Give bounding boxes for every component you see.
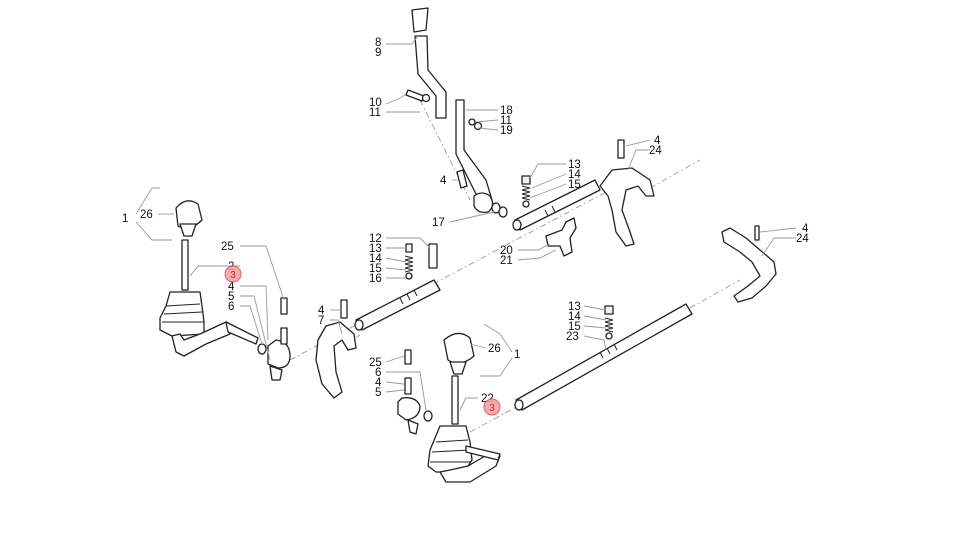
- label-6-left: 6: [228, 301, 234, 313]
- hotspot-label-left: 3: [230, 270, 236, 281]
- label-8: 8: [375, 37, 381, 49]
- part-labels: 1 26 25 2 4 5 6 8 9 10 11 18 11 19 4 17 …: [122, 37, 809, 405]
- lower-shift-lever: [397, 332, 501, 483]
- label-16: 16: [369, 273, 382, 285]
- label-4-fork-lower: 4: [802, 223, 809, 235]
- label-15-lower: 15: [568, 321, 581, 333]
- leader-lines: [135, 35, 797, 411]
- label-14-mid: 14: [369, 253, 382, 265]
- label-13-mid: 13: [369, 243, 382, 255]
- label-15-upper: 15: [568, 179, 581, 191]
- label-23: 23: [566, 331, 579, 343]
- label-13-upper: 13: [568, 159, 581, 171]
- label-4-lower: 4: [375, 377, 382, 389]
- label-11-top-right: 11: [500, 115, 512, 127]
- label-10: 10: [369, 97, 382, 109]
- upper-bracket-lever: [405, 7, 508, 218]
- hotspot-marker-left[interactable]: 3: [224, 265, 242, 283]
- label-14-upper: 14: [568, 169, 581, 181]
- center-axes: [289, 99, 741, 433]
- left-shift-lever: [159, 200, 291, 381]
- label-1-lower: 1: [514, 349, 520, 361]
- label-4-left: 4: [228, 281, 235, 293]
- label-12: 12: [369, 233, 382, 245]
- label-4-mid: 4: [318, 305, 325, 317]
- label-25-left: 25: [221, 241, 234, 253]
- label-15-mid: 15: [369, 263, 382, 275]
- label-13-lower: 13: [568, 301, 581, 313]
- label-26-lower: 26: [488, 343, 501, 355]
- label-24-fork-lower: 24: [796, 233, 809, 245]
- label-24-fork-upper: 24: [649, 145, 662, 157]
- label-14-lower: 14: [568, 311, 581, 323]
- hotspot-label-lower: 3: [489, 403, 495, 414]
- shift-fork-right-lower: [721, 225, 777, 303]
- label-11-top-left: 11: [369, 107, 381, 119]
- hotspot-markers: 3 3: [224, 265, 501, 416]
- label-18: 18: [500, 105, 513, 117]
- label-7: 7: [318, 315, 324, 327]
- label-5-left: 5: [228, 291, 234, 303]
- label-4-fork-upper: 4: [654, 135, 661, 147]
- label-6-lower: 6: [375, 367, 381, 379]
- hotspot-marker-lower[interactable]: 3: [483, 398, 501, 416]
- label-19: 19: [500, 125, 513, 137]
- lower-shift-rod: [514, 303, 693, 411]
- label-21: 21: [500, 255, 513, 267]
- label-9: 9: [375, 47, 381, 59]
- label-5-lower: 5: [375, 387, 381, 399]
- shift-fork-right-upper: [599, 139, 655, 247]
- label-26-left: 26: [140, 209, 153, 221]
- label-1-left: 1: [122, 213, 128, 225]
- middle-shift-rod: [315, 243, 441, 399]
- upper-shift-rod: [512, 175, 601, 257]
- label-25-lower: 25: [369, 357, 382, 369]
- label-20: 20: [500, 245, 513, 257]
- label-17: 17: [432, 217, 445, 229]
- label-4-top: 4: [440, 175, 447, 187]
